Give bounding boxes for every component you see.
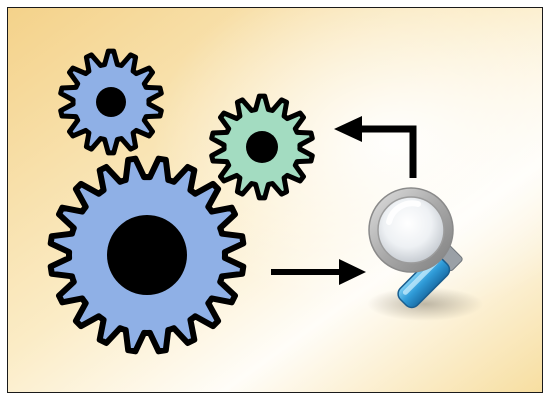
- magnifying-glass-icon: [367, 187, 483, 321]
- arrow-bent-left-icon: [334, 116, 417, 178]
- gear-icon: [209, 93, 315, 201]
- gear-icon: [58, 48, 164, 156]
- arrow-right-icon: [271, 259, 366, 285]
- gear-icon: [47, 155, 247, 355]
